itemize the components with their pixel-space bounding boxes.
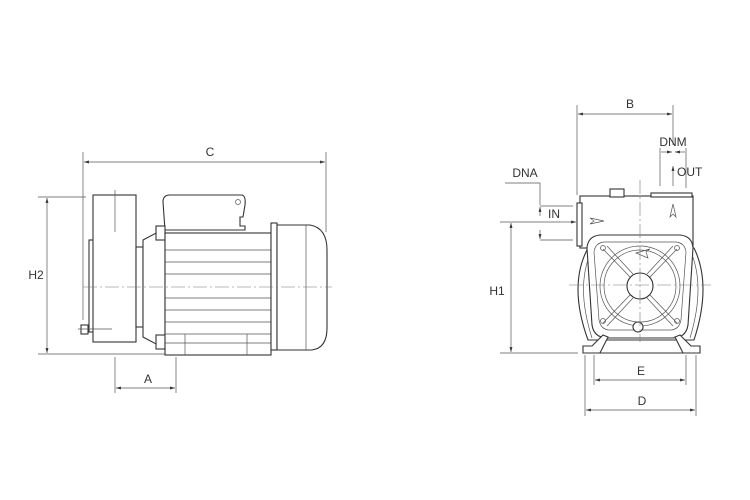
fan-cover	[276, 224, 328, 351]
dimension-a: A	[114, 357, 177, 393]
drain-bolt	[632, 321, 644, 333]
dimension-label-d: D	[638, 394, 647, 408]
dimension-label-c: C	[206, 145, 215, 159]
dimension-dna: DNA IN	[505, 166, 576, 241]
outlet-label: OUT	[677, 165, 703, 179]
dimension-label-a: A	[144, 372, 152, 386]
dimension-dnm: DNM	[659, 135, 687, 188]
dimension-c: C	[82, 145, 327, 320]
inlet-label: IN	[548, 207, 560, 221]
priming-plug	[609, 188, 625, 198]
pump-head	[78, 190, 144, 343]
motor-body	[164, 232, 272, 356]
outlet-port	[650, 192, 693, 198]
drain-nut	[80, 324, 89, 335]
motor-flange	[142, 231, 166, 346]
dimension-label-dnm: DNM	[659, 135, 686, 149]
dimension-label-h2: H2	[28, 268, 44, 282]
motor	[142, 194, 328, 356]
dimension-b: B	[576, 97, 674, 195]
dimension-label-e: E	[637, 364, 645, 378]
inlet-flange	[576, 202, 583, 247]
guard-spokes	[602, 245, 678, 327]
front-view: B DNM OUT DNA IN H1	[489, 97, 711, 416]
cooling-fins	[165, 249, 271, 355]
side-view: C H2	[26, 145, 332, 393]
dimension-label-dna: DNA	[512, 166, 537, 180]
dimension-label-b: B	[626, 97, 634, 111]
dimension-label-h1: H1	[489, 284, 505, 298]
dimension-e: E	[593, 355, 687, 385]
terminal-box	[162, 194, 246, 231]
dimension-d: D	[584, 355, 697, 416]
dimension-h1: H1	[489, 221, 578, 354]
dimension-h2: H2	[26, 196, 165, 355]
